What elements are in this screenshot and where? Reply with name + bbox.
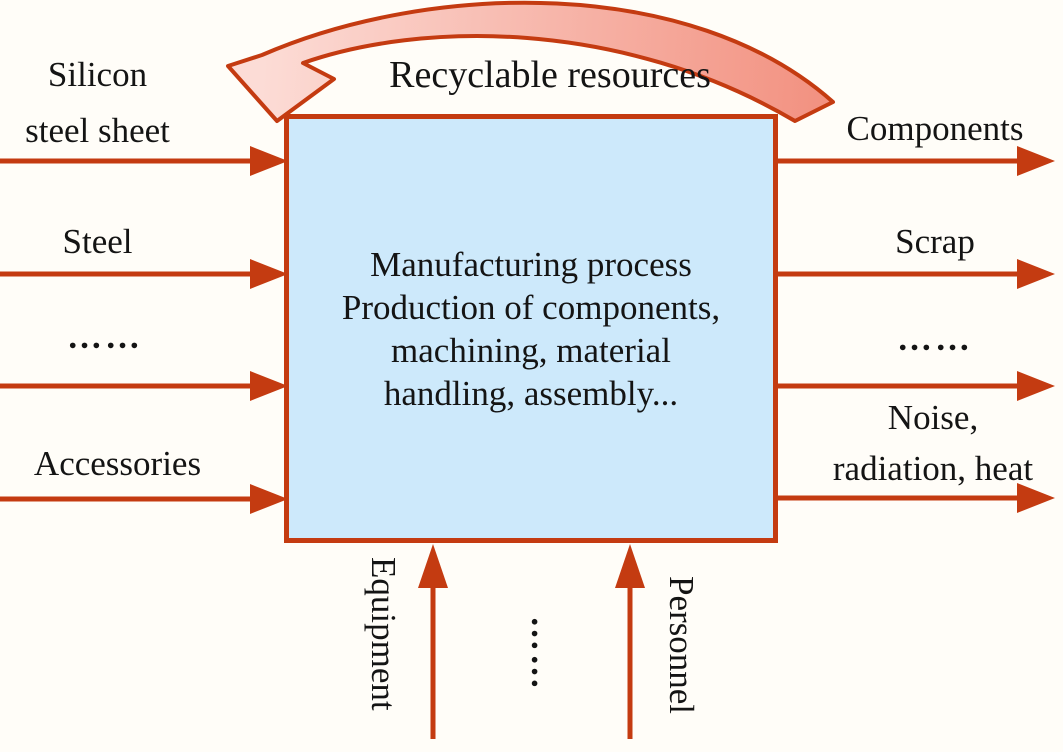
bottom-arrow-personnel <box>615 544 645 739</box>
input-label-steel: Steel <box>62 222 133 261</box>
output-label-scrap: Scrap <box>895 222 975 261</box>
process-box-line-4: handling, assembly... <box>383 373 679 413</box>
input-arrow-ellipsis <box>0 371 288 401</box>
process-box: Manufacturing process Production of comp… <box>284 114 778 543</box>
input-label-ellipsis: …… <box>0 317 210 366</box>
bottom-label-equipment: Equipment <box>364 557 403 711</box>
process-box-line-3: machining, material <box>391 330 671 370</box>
process-box-line-2: Production of components, <box>341 287 721 327</box>
output-label-noise-line-2: radiation, heat <box>832 449 1034 488</box>
output-label-noise-radiation-heat: Noise, radiation, heat <box>803 392 1063 494</box>
ellipsis-dots: …… <box>67 317 143 356</box>
input-label-silicon-line-1: Silicon <box>47 55 148 94</box>
ellipsis-dots: …… <box>897 319 973 358</box>
output-label-ellipsis: …… <box>818 319 1052 368</box>
input-label-silicon-line-2: steel sheet <box>25 111 170 150</box>
ellipsis-dots: …… <box>524 616 563 692</box>
output-label-components: Components <box>846 109 1024 148</box>
output-label-noise-line-1: Noise, <box>887 398 979 437</box>
input-label-accessories: Accessories <box>33 444 202 483</box>
input-arrow-accessories <box>0 484 288 514</box>
bottom-label-ellipsis: …… <box>516 614 563 694</box>
bottom-label-personnel: Personnel <box>662 576 701 715</box>
input-label-silicon-steel-sheet: Silicon steel sheet <box>0 47 195 159</box>
process-box-line-1: Manufacturing process <box>370 244 692 284</box>
recycle-label: Recyclable resources <box>389 54 711 96</box>
bottom-arrow-equipment <box>418 544 448 739</box>
